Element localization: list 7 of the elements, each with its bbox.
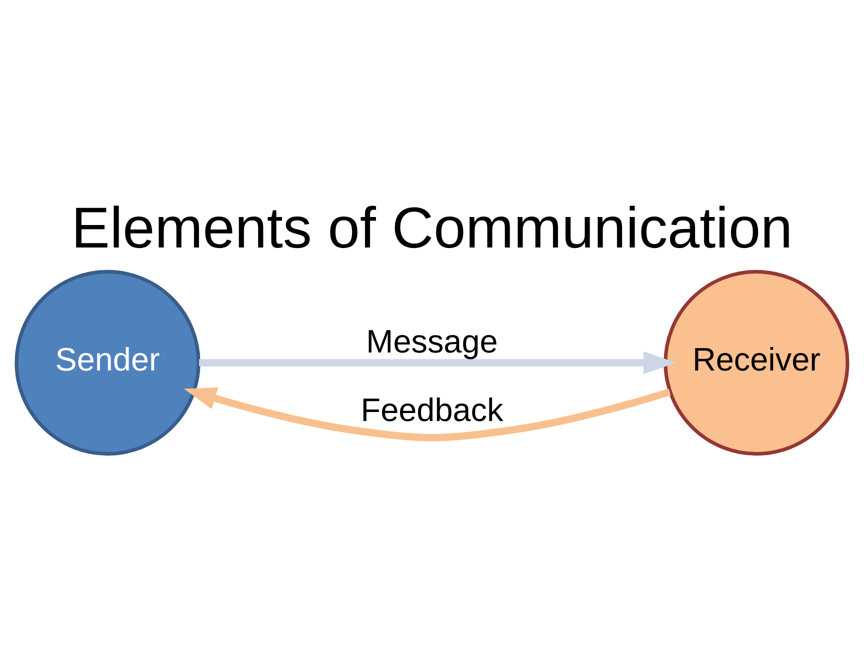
- edge-label: Message: [366, 324, 498, 360]
- diagram-title: Elements of Communication: [71, 196, 793, 261]
- node-circle: Sender: [14, 270, 200, 456]
- arrow: [184, 387, 671, 442]
- arrow: [199, 351, 676, 374]
- edge-label: Feedback: [360, 392, 504, 428]
- node-circle: Receiver: [664, 270, 850, 456]
